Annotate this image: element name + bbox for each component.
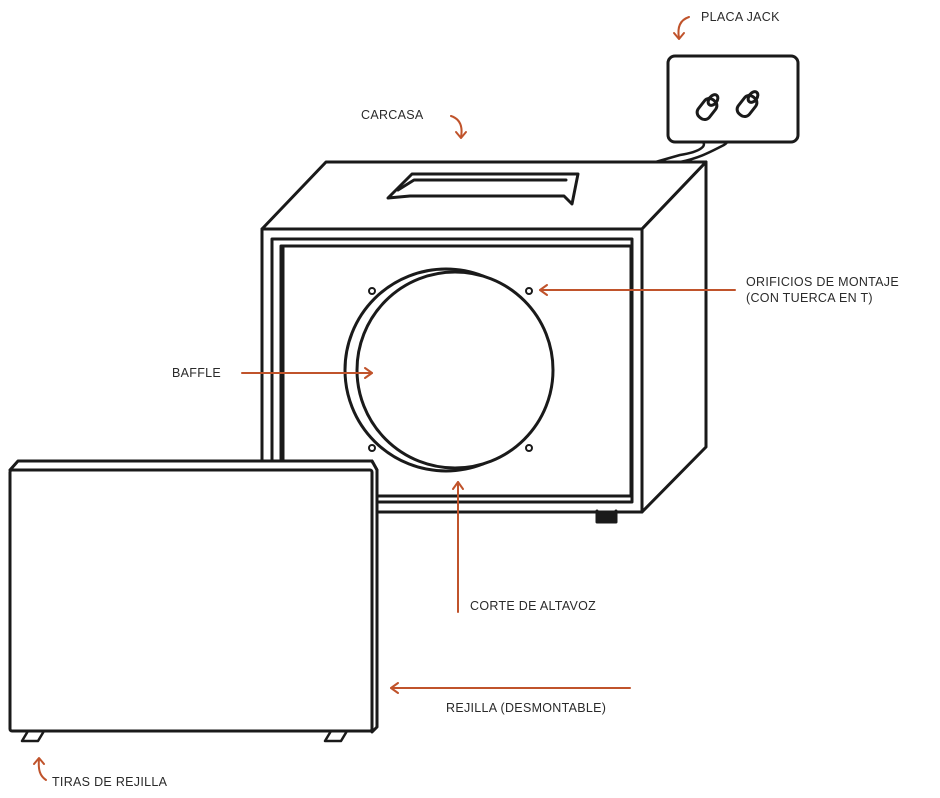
speaker-cutout: [343, 267, 555, 473]
mount-holes-arrow: [539, 284, 736, 296]
label-grill-strips: TIRAS DE REJILLA: [52, 775, 168, 789]
speaker-cutout-arrow: [452, 481, 464, 613]
housing-arrow: [450, 115, 467, 139]
label-grill: REJILLA (DESMONTABLE): [446, 701, 607, 715]
label-baffle: BAFFLE: [172, 366, 222, 380]
grill-arrow: [390, 682, 631, 694]
label-mounting-holes-note: (CON TUERCA EN T): [746, 291, 873, 305]
label-mounting-holes: ORIFICIOS DE MONTAJE: [746, 275, 899, 289]
removable-grill: [8, 459, 379, 743]
label-jack-plate: PLACA JACK: [701, 10, 780, 24]
label-speaker-cutout: CORTE DE ALTAVOZ: [470, 599, 597, 613]
jack-plate-arrow: [673, 16, 690, 40]
grill-strips-arrow: [33, 757, 47, 781]
callout-arrows: [33, 16, 736, 781]
baffle-arrow: [241, 367, 373, 379]
carry-handle: [386, 172, 580, 206]
jack-plate: [666, 54, 800, 144]
mounting-holes: [368, 287, 533, 452]
label-housing: CARCASA: [361, 108, 424, 122]
